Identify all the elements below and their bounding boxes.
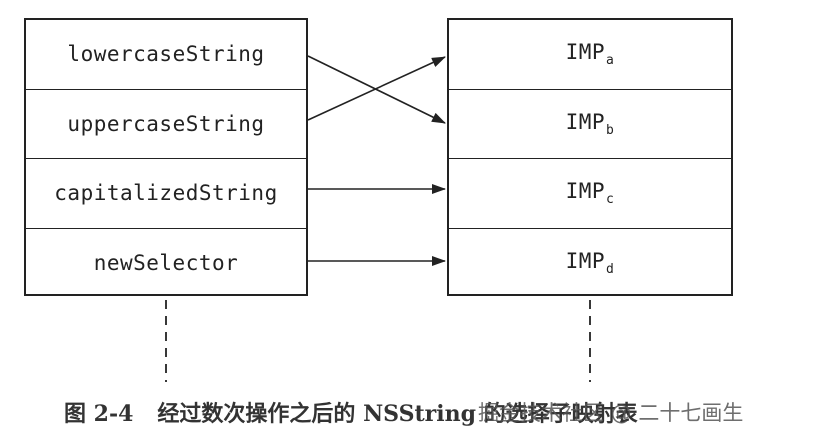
watermark: 掘金技术社区 @ 二十七画生 bbox=[478, 401, 744, 425]
selector-cell-capitalized: capitalizedString bbox=[26, 159, 306, 229]
selector-cell-new: newSelector bbox=[26, 229, 306, 299]
selector-label: uppercaseString bbox=[67, 111, 265, 136]
imp-label: IMPa bbox=[565, 40, 615, 69]
selector-table: lowercaseString uppercaseString capitali… bbox=[24, 18, 308, 296]
selector-label: lowercaseString bbox=[67, 42, 265, 67]
selector-cell-lowercase: lowercaseString bbox=[26, 20, 306, 90]
imp-label: IMPd bbox=[565, 249, 615, 278]
arrow-lowercase-to-imp-b bbox=[307, 55, 446, 124]
imp-cell-d: IMPd bbox=[449, 229, 731, 299]
figure-number: 图 2-4 bbox=[64, 401, 134, 427]
implementation-table: IMPa IMPb IMPc IMPd bbox=[447, 18, 733, 296]
imp-label: IMPc bbox=[565, 179, 615, 208]
selector-label: capitalizedString bbox=[54, 181, 278, 206]
imp-cell-b: IMPb bbox=[449, 90, 731, 159]
arrow-uppercase-to-imp-a bbox=[307, 56, 446, 121]
selector-label: newSelector bbox=[93, 251, 239, 276]
selector-cell-uppercase: uppercaseString bbox=[26, 90, 306, 159]
imp-cell-a: IMPa bbox=[449, 20, 731, 90]
caption-text: 经过数次操作之后的 NSString 的选择子映射表 bbox=[157, 401, 638, 427]
imp-label: IMPb bbox=[565, 109, 615, 138]
figure-caption: 图 2-4 经过数次操作之后的 NSString 的选择子映射表 bbox=[64, 392, 804, 432]
imp-cell-c: IMPc bbox=[449, 159, 731, 229]
